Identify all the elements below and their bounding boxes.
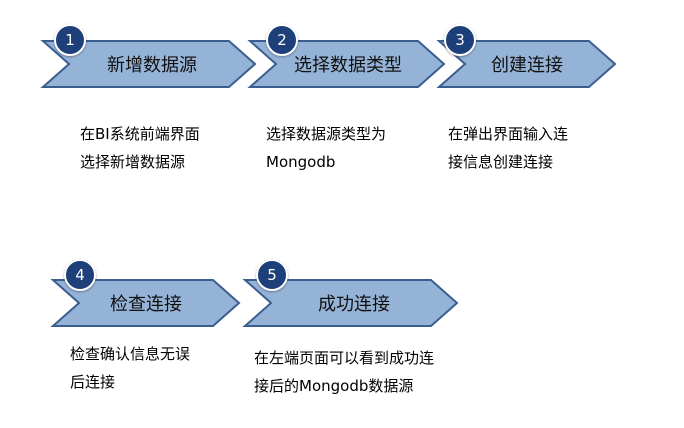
step-5-number-badge: 5 [256,259,288,291]
step-1-number-badge: 1 [54,24,86,56]
step-1-arrow-shape [40,40,257,88]
step-5-description-line-2: 接后的Mongodb数据源 [254,377,414,395]
step-4-description: 检查确认信息无误 后连接 [70,340,190,396]
step-3-description-line-2: 接信息创建连接 [448,153,554,171]
step-3-title: 创建连接 [491,55,563,76]
step-3-arrow: 创建连接 [436,40,617,88]
step-4-number-badge: 4 [64,259,96,291]
step-1-description-line-1: 在BI系统前端界面 [80,125,200,143]
step-2-number-badge: 2 [266,24,298,56]
step-2-description-line-1: 选择数据源类型为 [266,125,387,143]
step-1-description: 在BI系统前端界面 选择新增数据源 [80,120,200,176]
step-5-description: 在左端页面可以看到成功连 接后的Mongodb数据源 [254,344,434,400]
step-5-arrow-shape [242,279,459,327]
step-4-description-line-1: 检查确认信息无误 [70,345,191,363]
step-5-arrow: 成功连接 [242,279,459,327]
step-2-arrow-shape [247,40,446,88]
step-2-description: 选择数据源类型为 Mongodb [266,120,386,176]
step-1-arrow: 新增数据源 [40,40,257,88]
step-4-description-line-2: 后连接 [70,373,116,391]
step-3-number-badge: 3 [444,24,476,56]
step-3-description-line-1: 在弹出界面输入连 [448,125,569,143]
step-2-title: 选择数据类型 [294,55,402,76]
step-3-arrow-shape [436,40,617,88]
step-2-arrow: 选择数据类型 [247,40,446,88]
step-5-description-line-1: 在左端页面可以看到成功连 [254,349,435,367]
step-4-title: 检查连接 [110,294,182,315]
step-3-description: 在弹出界面输入连 接信息创建连接 [448,120,568,176]
step-4-arrow: 检查连接 [50,279,241,327]
step-4-arrow-shape [50,279,241,327]
step-1-title: 新增数据源 [107,55,197,76]
step-2-description-line-2: Mongodb [266,153,336,171]
step-1-description-line-2: 选择新增数据源 [80,153,186,171]
step-5-title: 成功连接 [318,294,390,315]
